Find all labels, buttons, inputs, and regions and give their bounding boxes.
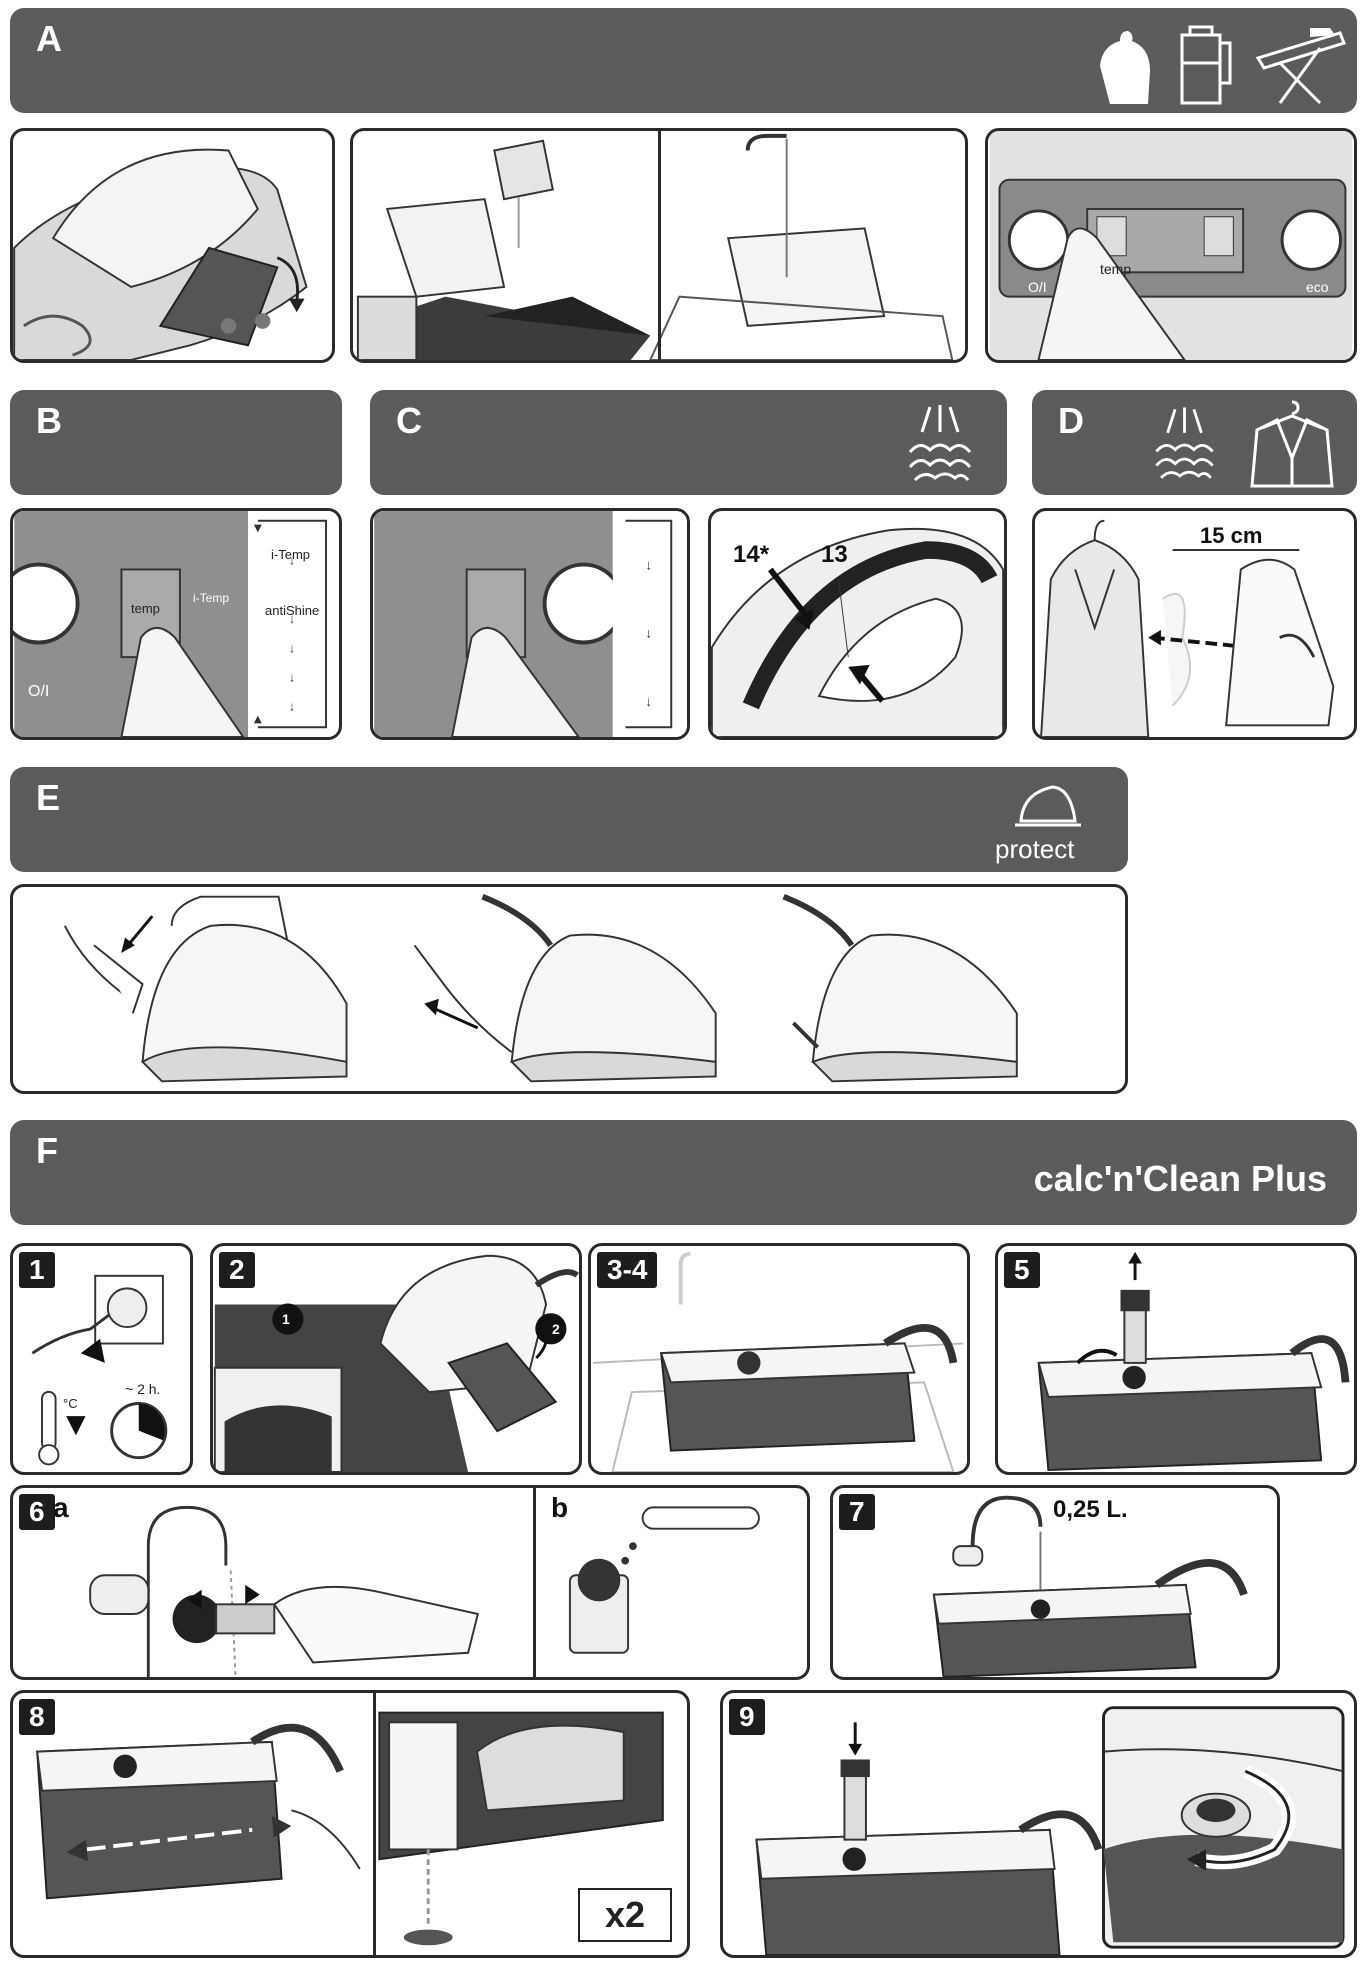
step-6-divider: [533, 1488, 536, 1677]
garment-bag-icon: [1100, 31, 1150, 104]
step-5-unscrew-valve: 5: [995, 1243, 1357, 1475]
section-d-header: D: [1032, 390, 1357, 495]
temperature-unit-label: °C: [63, 1396, 78, 1411]
step-7-number: 7: [839, 1494, 875, 1530]
step-3-4-number: 3-4: [597, 1252, 658, 1288]
svg-text:↓: ↓: [645, 557, 652, 572]
step-9-number: 9: [729, 1699, 765, 1735]
steam-icon: [908, 405, 972, 482]
steam-button-illustration: ↓ ↓ ↓: [374, 511, 686, 737]
svg-text:↓: ↓: [645, 694, 652, 709]
step-6a-label: a: [53, 1492, 69, 1523]
panel-c1-steam-selection: ↓ ↓ ↓: [370, 508, 690, 740]
step-9-reinsert-valve: 9: [720, 1690, 1357, 1958]
step-2-mark-1: 1: [282, 1311, 290, 1327]
remove-iron-illustration: [213, 1254, 579, 1472]
step-3-4-place-in-sink: 3-4: [588, 1243, 970, 1475]
step-6-number: 6: [19, 1494, 55, 1530]
svg-text:↓: ↓: [645, 626, 652, 641]
button-13-label: 13: [821, 541, 848, 568]
step-1-unplug-cool: 1 °C ~ 2 h.: [10, 1243, 193, 1475]
panel-b-temperature-selection: ↓ ↓ ↓ ↓ ↓ O/I temp i-Temp i-Temp antiShi…: [10, 508, 342, 740]
eco-button-label: eco: [1306, 279, 1329, 295]
steam-icon: [1155, 407, 1214, 479]
pour-water-illustration: [932, 1495, 1248, 1677]
svg-text:↓: ↓: [289, 670, 295, 684]
section-a-header: A: [10, 8, 1357, 113]
rinse-and-soak-valve-illustration: [89, 1505, 760, 1677]
temp-button-label: temp: [131, 601, 160, 616]
panel-a1-open-iron-lock: [10, 128, 335, 363]
step-8-divider: [373, 1693, 376, 1955]
flashing-itemp-label: i-Temp: [193, 591, 230, 605]
calc-clean-plus-title: calc'n'Clean Plus: [1033, 1158, 1327, 1199]
iron-on-base-illustration: [13, 148, 308, 360]
panel-c2-steam-shot-buttons: 14* 13: [708, 508, 1007, 740]
section-b-letter: B: [36, 400, 62, 441]
shake-and-empty-illustration: [36, 1711, 664, 1946]
section-d-letter: D: [1058, 400, 1084, 441]
iron-handle-illustration: [711, 527, 1004, 737]
step-2-number: 2: [219, 1252, 255, 1288]
hanging-jacket-icon: [1250, 400, 1334, 488]
iron-protect-icon: [1015, 785, 1081, 827]
panel-d-vertical-steam: 15 cm: [1032, 508, 1357, 740]
step-5-number: 5: [1004, 1252, 1040, 1288]
step-2-mark-2: 2: [552, 1321, 560, 1337]
panel-a3-power-button: O/I temp eco: [985, 128, 1357, 363]
power-button-label: O/I: [28, 683, 50, 700]
section-a-letter: A: [36, 18, 62, 59]
section-f-letter: F: [36, 1130, 58, 1171]
control-panel-illustration: [989, 131, 1353, 360]
step-2-remove-iron: 2 1 2: [210, 1243, 582, 1475]
section-f-header: F calc'n'Clean Plus: [10, 1120, 1357, 1225]
button-14-label: 14*: [733, 541, 770, 568]
distance-label: 15 cm: [1200, 523, 1263, 548]
svg-text:↓: ↓: [289, 554, 295, 568]
temp-button-illustration: ↓ ↓ ↓ ↓ ↓: [13, 511, 338, 737]
fill-tank-illustration: [356, 133, 954, 360]
section-c-letter: C: [396, 400, 422, 441]
step-8-number: 8: [19, 1699, 55, 1735]
section-b-header: B: [10, 390, 342, 495]
step-1-number: 1: [19, 1252, 55, 1288]
section-c-header: C: [370, 390, 1007, 495]
repeat-twice-badge: x2: [578, 1888, 672, 1942]
water-tank-icon: [1180, 25, 1232, 105]
cooling-time-label: ~ 2 h.: [125, 1381, 161, 1397]
sequence-itemp: i-Temp: [271, 547, 311, 562]
panel-a2-fill-water-tank: [350, 128, 968, 363]
water-volume-label: 0,25 L.: [1053, 1496, 1128, 1523]
section-e-header: E protect: [10, 767, 1128, 872]
section-e-letter: E: [36, 777, 61, 818]
reinsert-valve-illustration: [755, 1706, 1345, 1955]
panel-e-protective-sole: [10, 884, 1128, 1094]
power-button-label: O/I: [1028, 279, 1047, 295]
ironing-board-icon: [1255, 28, 1346, 105]
step-8-shake-and-empty: 8 x2: [10, 1690, 690, 1958]
protective-sole-illustration: [63, 894, 1018, 1083]
sequence-antishine: antiShine: [265, 603, 320, 618]
svg-text:↓: ↓: [289, 612, 295, 626]
svg-text:↓: ↓: [289, 641, 295, 655]
temp-button-label: temp: [1100, 261, 1132, 277]
vertical-steam-illustration: [1040, 519, 1335, 737]
step-6-clean-valve: 6 a b: [10, 1485, 810, 1680]
step-6b-label: b: [551, 1492, 569, 1523]
panel-a2-divider: [658, 131, 661, 360]
step-7-pour-water: 7 0,25 L.: [830, 1485, 1280, 1680]
base-in-sink-illustration: [592, 1251, 964, 1472]
protect-label: protect: [995, 834, 1075, 864]
svg-text:↓: ↓: [289, 700, 295, 714]
unplug-illustration: [31, 1274, 168, 1466]
unscrew-valve-illustration: [1037, 1251, 1350, 1472]
